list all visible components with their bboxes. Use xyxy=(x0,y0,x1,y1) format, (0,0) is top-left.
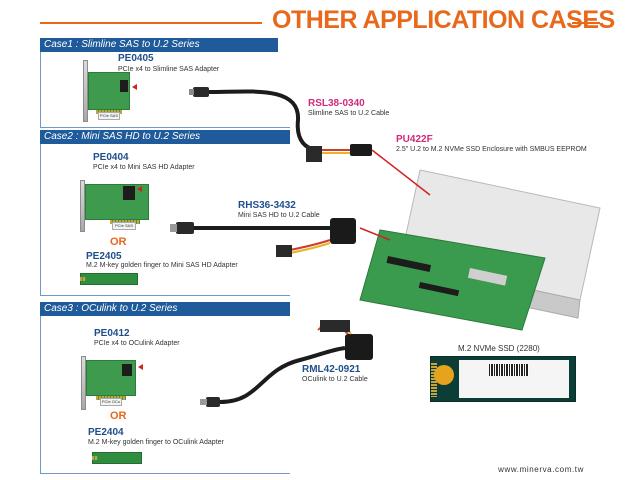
case1-frame xyxy=(40,38,290,128)
case1-cable-desc: Slimline SAS to U.2 Cable xyxy=(308,110,390,117)
arrow-icon xyxy=(371,149,431,196)
case3-frame xyxy=(40,302,290,474)
case3-alt-adapter-desc: M.2 M-key golden finger to OCulink Adapt… xyxy=(88,439,224,446)
case3-alt-adapter-code: PE2404 xyxy=(88,427,124,438)
case1-header: Case1 : Slimline SAS to U.2 Series xyxy=(40,38,278,52)
case3-adapter-desc: PCIe x4 to OCulink Adapter xyxy=(94,340,180,347)
case3-cable-code: RML42-0921 xyxy=(302,364,361,375)
case3-header: Case3 : OCulink to U.2 Series xyxy=(40,302,290,316)
red-arrow-icon xyxy=(138,364,143,370)
case3-cable-desc: OCulink to U.2 Cable xyxy=(302,376,368,383)
case3-adapter-code: PE0412 xyxy=(94,328,130,339)
pe0405-label-sticker: PCIe SAS xyxy=(98,112,120,120)
case3-or-label: OR xyxy=(110,410,127,422)
pe2404-gold-finger xyxy=(92,456,98,460)
case2-header: Case2 : Mini SAS HD to U.2 Series xyxy=(40,130,290,144)
case2-or-label: OR xyxy=(110,236,127,248)
case2-alt-adapter-desc: M.2 M-key golden finger to Mini SAS HD A… xyxy=(86,262,238,269)
ssd-gold-finger xyxy=(431,363,437,397)
case2-cable-code: RHS36-3432 xyxy=(238,200,296,211)
rsl38-cable-image xyxy=(189,87,372,162)
barcode-icon xyxy=(489,364,529,376)
enclosure-code: PU422F xyxy=(396,134,433,145)
ssd-label xyxy=(459,360,569,398)
case2-cable-desc: Mini SAS HD to U.2 Cable xyxy=(238,212,320,219)
case2-frame xyxy=(40,130,290,296)
pe0405-connector xyxy=(120,80,128,92)
ssd-caption: M.2 NVMe SSD (2280) xyxy=(458,344,540,353)
pe0412-bracket xyxy=(81,356,86,410)
arrow-icon xyxy=(359,227,391,241)
pe0404-bracket xyxy=(80,180,85,232)
red-arrow-icon xyxy=(132,84,137,90)
pe0404-connector xyxy=(123,186,135,200)
pe0404-label-sticker: PCIe SAS xyxy=(112,222,136,230)
ssd-logo-icon xyxy=(434,365,454,385)
case1-adapter-desc: PCIe x4 to Slimline SAS Adapter xyxy=(118,66,220,73)
case2-alt-adapter-code: PE2405 xyxy=(86,251,122,262)
pe0405-bracket xyxy=(83,60,88,122)
rhs36-cable-image xyxy=(170,218,356,257)
case1-cable-code: RSL38-0340 xyxy=(308,98,365,109)
red-arrow-icon xyxy=(137,186,142,192)
pu422f-enclosure-image xyxy=(359,169,601,331)
case2-adapter-desc: PCIe x4 to Mini SAS HD Adapter xyxy=(93,164,195,171)
m2-ssd-image xyxy=(430,356,576,402)
title-rule-right xyxy=(572,22,600,24)
enclosure-desc: 2.5" U.2 to M.2 NVMe SSD Enclosure with … xyxy=(396,146,587,153)
case2-adapter-code: PE0404 xyxy=(93,152,129,163)
pe0412-connector xyxy=(122,364,132,376)
pe2405-gold-finger xyxy=(80,277,86,281)
title-rule-left xyxy=(40,22,262,24)
pe0412-label-sticker: PCIe OCu xyxy=(100,398,122,406)
page-title: OTHER APPLICATION CASES xyxy=(272,6,615,34)
website-url[interactable]: www.minerva.com.tw xyxy=(498,465,584,474)
case1-adapter-code: PE0405 xyxy=(118,53,154,64)
rml42-cable-image xyxy=(200,320,373,407)
